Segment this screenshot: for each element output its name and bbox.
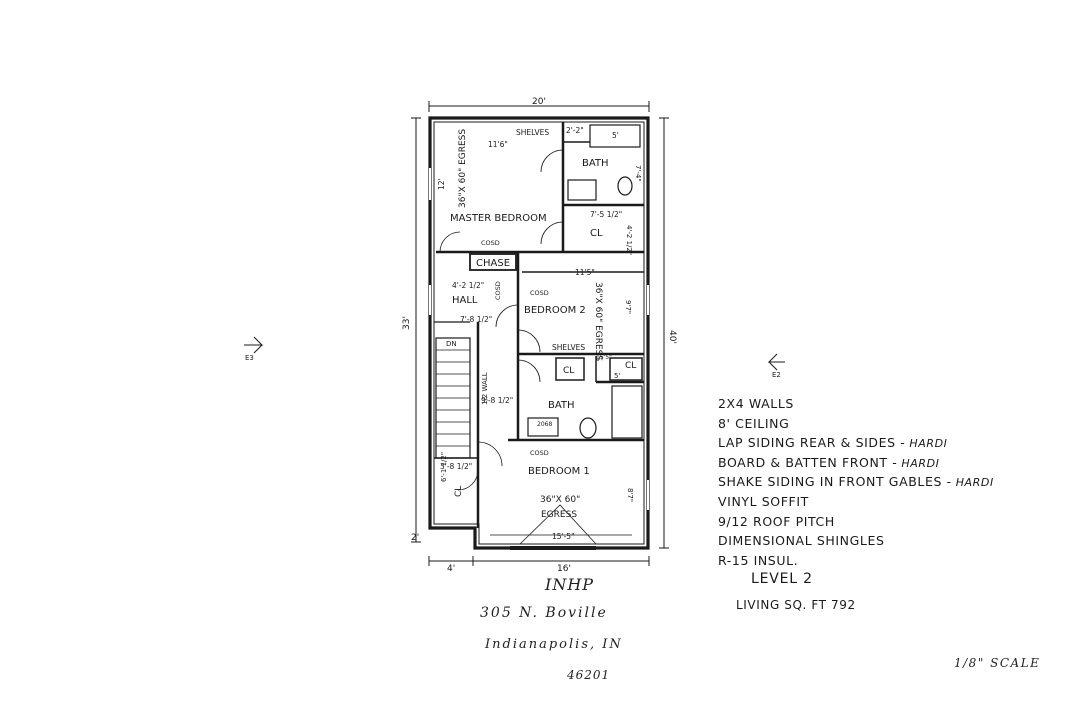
scale-label: 1/8" SCALE bbox=[954, 656, 1041, 670]
egress-master: 36"X 60" EGRESS bbox=[458, 129, 468, 208]
door-cosd-1: COSD bbox=[481, 239, 500, 247]
door-cosd-2: COSD bbox=[530, 289, 549, 297]
note-line: 2X4 WALLS bbox=[718, 396, 794, 411]
toilet-lower bbox=[579, 417, 597, 439]
vanity-lower bbox=[527, 417, 559, 437]
door-bath-lower bbox=[517, 359, 541, 383]
org-label: INHP bbox=[545, 575, 595, 594]
construction-notes: 2X4 WALLS 8' CEILING LAP SIDING REAR & S… bbox=[718, 395, 994, 571]
door-cl-upper bbox=[540, 221, 564, 245]
chase-box bbox=[469, 253, 517, 271]
cl-lower-label: CL bbox=[454, 486, 464, 497]
overall-depth-left: 33' bbox=[402, 316, 412, 330]
overall-width: 20' bbox=[532, 97, 546, 107]
master-bedroom-label: MASTER BEDROOM bbox=[450, 213, 547, 224]
tub-lower bbox=[611, 385, 643, 439]
bath-upper-label: BATH bbox=[582, 158, 609, 169]
half-wall-label: 1/2 WALL bbox=[481, 372, 489, 405]
address-label: 305 N. Boville bbox=[480, 605, 608, 621]
dim-7-5-half: 7'-5 1/2" bbox=[590, 210, 622, 219]
toilet-upper bbox=[617, 176, 633, 196]
door-cosd-4: COSD bbox=[530, 449, 549, 457]
overall-depth-right: 40' bbox=[667, 330, 677, 344]
living-sqft-label: LIVING SQ. FT 792 bbox=[736, 598, 856, 612]
door-2068: 2068 bbox=[537, 421, 552, 428]
bath-lower-label: BATH bbox=[548, 400, 575, 411]
egress-bed1-size: 36"X 60" bbox=[540, 495, 580, 505]
dim-7-4: 7'-4" bbox=[634, 165, 642, 182]
note-line: DIMENSIONAL SHINGLES bbox=[718, 533, 885, 549]
level-label: LEVEL 2 bbox=[751, 571, 813, 587]
door-master bbox=[439, 231, 461, 253]
dim-11-5: 11'5" bbox=[575, 268, 595, 277]
section-label-e2: E2 bbox=[772, 371, 781, 379]
bedroom1-label: BEDROOM 1 bbox=[528, 466, 590, 477]
closet-mid-right bbox=[609, 357, 643, 381]
door-bed1-closet bbox=[457, 469, 479, 491]
dim-9-8-half: 9'-8 1/2" bbox=[481, 396, 513, 405]
cl-mid-left-label: CL bbox=[563, 366, 574, 376]
section-label-e3: E3 bbox=[245, 354, 254, 362]
note-line: BOARD & BATTEN FRONT -HARDI bbox=[718, 454, 940, 470]
dim-2-2: 2'-2" bbox=[566, 126, 584, 135]
cl-mid-right-label: CL bbox=[625, 361, 636, 371]
cl-upper-label: CL bbox=[590, 228, 603, 239]
note-line: SHAKE SIDING IN FRONT GABLES -HARDI bbox=[718, 474, 994, 490]
dim-7-8-half: 7'-8 1/2" bbox=[460, 315, 492, 324]
dim-15-5-small: 15'5" bbox=[596, 354, 612, 361]
hall-label: HALL bbox=[452, 295, 478, 306]
dim-6-1-half: 6'-1 1/2" bbox=[440, 452, 448, 482]
door-bed2 bbox=[495, 304, 519, 328]
city-label: Indianapolis, IN bbox=[485, 637, 623, 652]
shelves-mid-label: SHELVES bbox=[552, 343, 585, 352]
dim-9-7: 9'7" bbox=[624, 300, 632, 314]
closet-mid-left bbox=[555, 357, 585, 381]
door-bed2-closet bbox=[517, 329, 541, 353]
dim-11-6: 11'6" bbox=[488, 140, 508, 149]
chase-label: CHASE bbox=[476, 258, 510, 269]
zip-label: 46201 bbox=[567, 668, 611, 682]
egress-bed2: 36"X 60" EGRESS bbox=[593, 282, 603, 361]
dim-12: 12' bbox=[437, 178, 446, 190]
dim-4-2-half-upper: 4'-2 1/2" bbox=[625, 225, 633, 255]
bottom-dim-16: 16' bbox=[557, 564, 571, 574]
door-bath-upper bbox=[540, 149, 564, 173]
dim-15-5: 15'-5" bbox=[552, 532, 575, 541]
note-line: LAP SIDING REAR & SIDES -HARDI bbox=[718, 435, 948, 451]
left-step-dim: 2' bbox=[411, 533, 419, 543]
section-marker-e2 bbox=[767, 353, 785, 371]
dim-5-mid: 5' bbox=[614, 372, 620, 380]
dim-5: 5' bbox=[612, 131, 619, 140]
bedroom2-label: BEDROOM 2 bbox=[524, 305, 586, 316]
dim-4-2-half-hall: 4'-2 1/2" bbox=[452, 281, 484, 290]
note-line: R-15 INSUL. bbox=[718, 552, 799, 568]
dim-3-8-half: 3'-8 1/2" bbox=[440, 462, 472, 471]
note-line: 8' CEILING bbox=[718, 415, 790, 431]
tub-upper bbox=[589, 124, 641, 148]
vanity-upper bbox=[567, 179, 597, 201]
bottom-dim-4: 4' bbox=[447, 564, 455, 574]
exterior-wall bbox=[428, 116, 650, 550]
dim-8-7: 8'7" bbox=[626, 488, 634, 502]
note-line: VINYL SOFFIT bbox=[718, 493, 809, 509]
stairs-dn-label: DN bbox=[446, 340, 457, 348]
door-bed1 bbox=[477, 441, 503, 467]
egress-bed1: EGRESS bbox=[541, 510, 577, 520]
shelves-upper-label: SHELVES bbox=[516, 128, 549, 137]
note-line: 9/12 ROOF PITCH bbox=[718, 513, 835, 529]
section-marker-e3 bbox=[244, 336, 264, 354]
door-cosd-3: COSD bbox=[494, 281, 502, 300]
